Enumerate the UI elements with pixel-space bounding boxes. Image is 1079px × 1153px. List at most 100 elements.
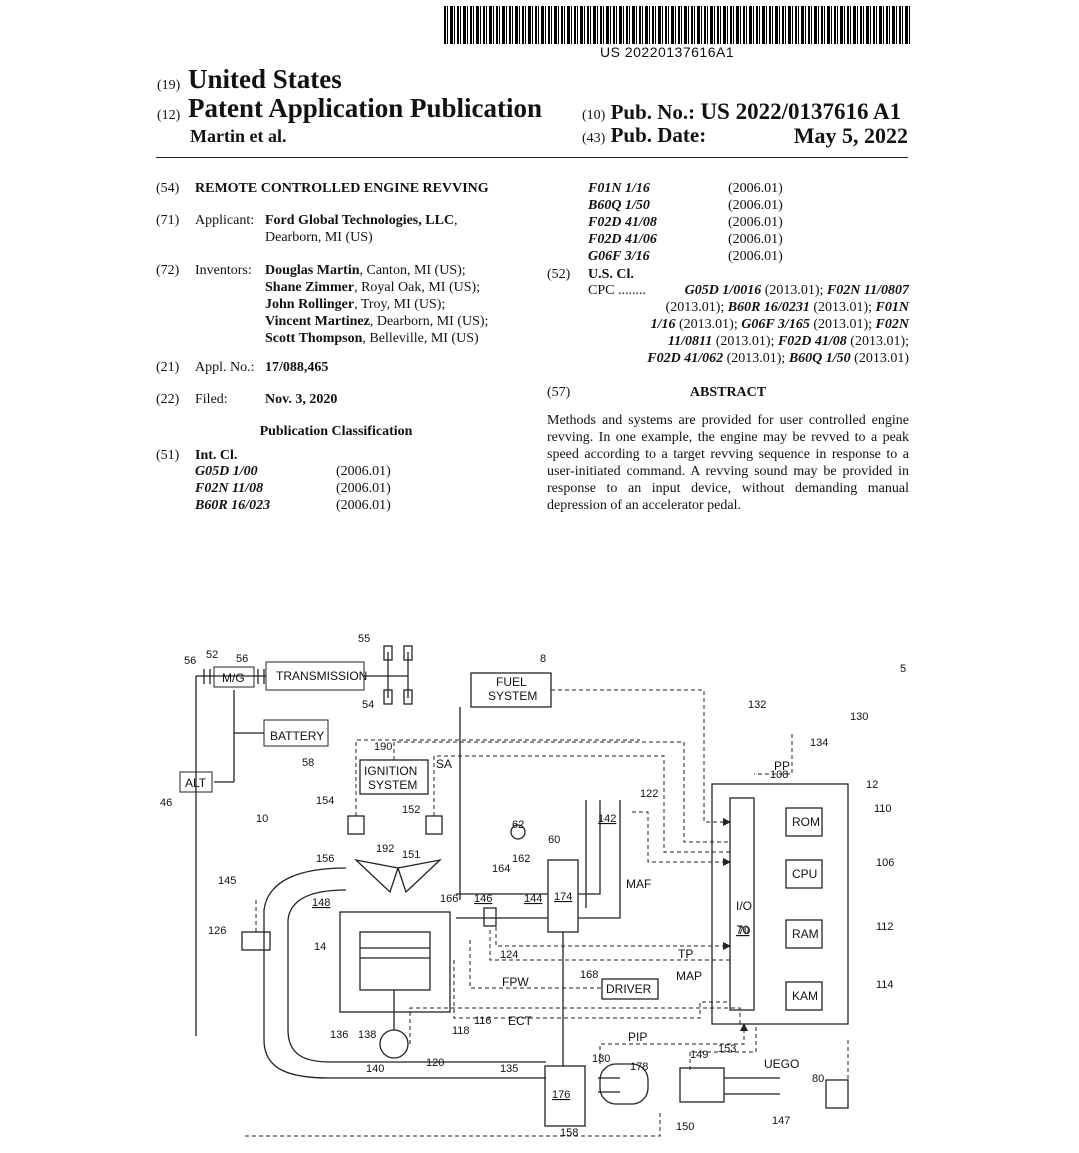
reference-numeral: 134 xyxy=(810,737,828,749)
reference-numeral: 5 xyxy=(900,663,906,675)
class-version: (2006.01) xyxy=(728,180,783,197)
reference-numeral: 144 xyxy=(524,893,542,905)
reference-numeral: 150 xyxy=(676,1121,694,1133)
inid-code-12: (12) xyxy=(157,106,180,124)
int-cl-row: F02D 41/06(2006.01) xyxy=(588,231,808,248)
signal-maf: MAF xyxy=(626,877,651,891)
reference-numeral: 124 xyxy=(500,949,518,961)
class-version: (2006.01) xyxy=(728,248,783,265)
cpc-code: B60R 16/0231 xyxy=(728,300,810,315)
abstract-text: Methods and systems are provided for use… xyxy=(547,412,909,514)
cpc-code: 1/16 xyxy=(651,317,676,332)
class-code: F01N 1/16 xyxy=(588,181,650,196)
reference-numeral: 108 xyxy=(770,769,788,781)
cpc-code: F01N xyxy=(876,300,909,315)
applicant-city: Dearborn, MI (US) xyxy=(265,230,373,245)
cpc-version: (2013.01); xyxy=(847,334,909,349)
reference-numeral: 158 xyxy=(560,1127,578,1139)
reference-numeral: 138 xyxy=(358,1029,376,1041)
reference-numeral: 116 xyxy=(474,1015,492,1027)
int-cl-row: G05D 1/00(2006.01) xyxy=(195,463,475,480)
inid-71: (71) xyxy=(156,212,179,229)
cpc-code: F02D 41/062 xyxy=(647,351,723,366)
authors: Martin et al. xyxy=(190,126,286,147)
pub-number: US 2022/0137616 A1 xyxy=(700,99,901,124)
reference-numeral: 8 xyxy=(540,653,546,665)
reference-numeral: 149 xyxy=(690,1049,708,1061)
reference-numeral: 192 xyxy=(376,843,394,855)
cpc-version: (2013.01); xyxy=(676,317,742,332)
invention-title: REMOTE CONTROLLED ENGINE REVVING xyxy=(195,180,489,197)
int-cl-row: F02N 11/08 (2006.01) xyxy=(195,480,475,497)
inventor: Vincent Martinez, Dearborn, MI (US); xyxy=(265,313,488,330)
reference-numeral: 176 xyxy=(552,1089,570,1101)
filed-date: Nov. 3, 2020 xyxy=(265,391,337,408)
reference-numeral: 168 xyxy=(580,969,598,981)
cpc-code: G05D 1/0016 xyxy=(685,283,762,298)
cpc-version: (2013.01); xyxy=(810,317,876,332)
int-cl-list: G05D 1/00(2006.01) F02N 11/08 (2006.01) B… xyxy=(195,463,475,514)
class-version: (2006.01) xyxy=(336,480,391,497)
class-code: F02N 11/08 xyxy=(195,481,263,496)
reference-numeral: 156 xyxy=(316,853,334,865)
reference-numeral: 14 xyxy=(314,941,326,953)
reference-numeral: 52 xyxy=(206,649,218,661)
reference-numeral: 190 xyxy=(374,741,392,753)
signal-lines xyxy=(245,690,848,1136)
reference-numeral: 110 xyxy=(874,803,892,815)
cpc-version: (2013.01); xyxy=(810,300,876,315)
cpc-version: (2013.01); xyxy=(666,300,728,315)
ignition-system-label: SYSTEM xyxy=(368,778,417,792)
pub-date-label: Pub. Date: xyxy=(611,123,707,147)
io-label: I/O xyxy=(736,899,752,913)
signal-tp: TP xyxy=(678,947,693,961)
alt-label: ALT xyxy=(185,776,207,790)
int-cl-row: B60Q 1/50(2006.01) xyxy=(588,197,808,214)
int-cl-row: F01N 1/16 (2006.01) xyxy=(588,180,808,197)
header-rule xyxy=(156,157,908,158)
reference-numeral: 151 xyxy=(402,849,420,861)
publication-type: Patent Application Publication xyxy=(188,93,542,124)
reference-numeral: 58 xyxy=(302,757,314,769)
cpc-code: F02D 41/08 xyxy=(778,334,847,349)
reference-numeral: 135 xyxy=(500,1063,518,1075)
class-code: G05D 1/00 xyxy=(195,464,258,479)
reference-numeral: 178 xyxy=(630,1061,648,1073)
class-code: G06F 3/16 xyxy=(588,249,650,264)
cpc-version: (2013.01) xyxy=(851,351,909,366)
inventor-name: Scott Thompson xyxy=(265,331,362,346)
reference-numeral: 132 xyxy=(748,699,766,711)
cpc-line: F02D 41/062 (2013.01); B60Q 1/50 (2013.0… xyxy=(600,350,909,367)
reference-numeral: 136 xyxy=(330,1029,348,1041)
fuel-label: FUEL xyxy=(496,675,527,689)
country: United States xyxy=(188,64,342,95)
reference-numeral: 12 xyxy=(866,779,878,791)
reference-numeral: 153 xyxy=(718,1043,736,1055)
us-cl-label: U.S. Cl. xyxy=(588,266,634,283)
reference-numeral: 145 xyxy=(218,875,236,887)
inid-21: (21) xyxy=(156,359,179,376)
inid-code-19: (19) xyxy=(157,76,180,94)
reference-numeral: 147 xyxy=(772,1115,790,1127)
inventors-list: Douglas Martin, Canton, MI (US); Shane Z… xyxy=(265,262,488,347)
barcode-number: US 20220137616A1 xyxy=(600,44,734,60)
reference-numeral: 166 xyxy=(440,893,458,905)
reference-numeral: 60 xyxy=(548,834,560,846)
applicant: Ford Global Technologies, LLC,Dearborn, … xyxy=(265,212,458,246)
int-cl-continued: F01N 1/16 (2006.01) B60Q 1/50(2006.01) F0… xyxy=(588,180,808,265)
inventor-location: , Troy, MI (US); xyxy=(354,297,445,312)
pub-number-line: (10) Pub. No.: US 2022/0137616 A1 xyxy=(582,99,901,125)
reference-numeral: 46 xyxy=(160,797,172,809)
filed-label: Filed: xyxy=(195,391,228,408)
inid-51: (51) xyxy=(156,447,179,464)
kam-label: KAM xyxy=(792,989,818,1003)
reference-numeral: 146 xyxy=(474,893,492,905)
reference-numeral: 112 xyxy=(876,921,894,933)
class-code: B60R 16/023 xyxy=(195,498,270,513)
reference-numeral: 152 xyxy=(402,804,420,816)
inventor-location: , Royal Oak, MI (US); xyxy=(354,280,480,295)
reference-numeral: 62 xyxy=(512,819,524,831)
cpc-classifications: G05D 1/0016 (2013.01); F02N 11/0807(2013… xyxy=(600,282,909,367)
int-cl-row: G06F 3/16 (2006.01) xyxy=(588,248,808,265)
rom-label: ROM xyxy=(792,815,820,829)
